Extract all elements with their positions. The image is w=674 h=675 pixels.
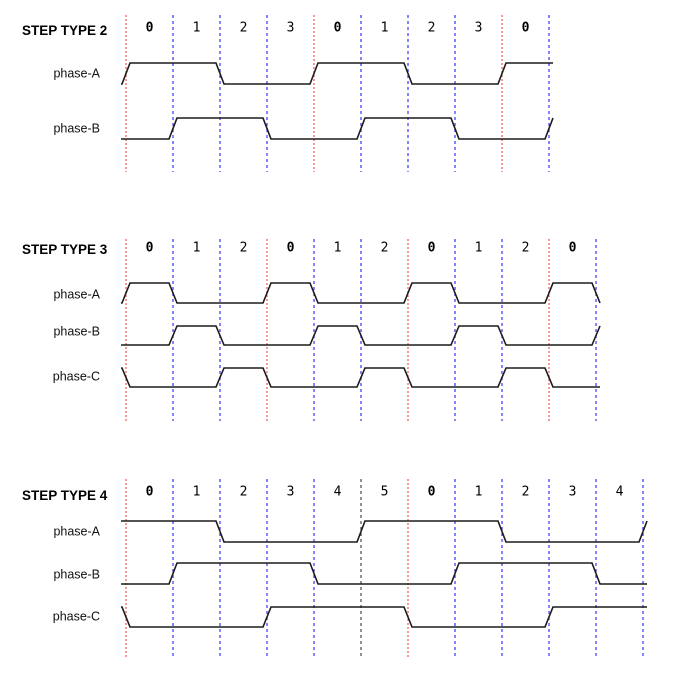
step-number-label: 3 — [569, 485, 577, 500]
step-number-label: 3 — [287, 485, 295, 500]
step-number-label: 0 — [569, 241, 577, 256]
phase-label: phase-B — [53, 122, 100, 136]
step-number-label: 2 — [428, 21, 436, 36]
phase-C-waveform — [121, 367, 600, 388]
step-number-label: 5 — [381, 485, 389, 500]
step-number-label: 0 — [428, 241, 436, 256]
phase-B-waveform — [121, 562, 647, 585]
step-number-label: 1 — [475, 241, 483, 256]
step-number-label: 1 — [193, 485, 201, 500]
step-number-label: 1 — [334, 241, 342, 256]
step-number-label: 1 — [193, 241, 201, 256]
phase-label: phase-A — [53, 288, 100, 302]
phase-label: phase-B — [53, 568, 100, 582]
step-number-label: 1 — [193, 21, 201, 36]
step-number-label: 1 — [381, 21, 389, 36]
phase-label: phase-A — [53, 67, 100, 81]
phase-label: phase-B — [53, 325, 100, 339]
step-number-label: 0 — [428, 485, 436, 500]
phase-C-waveform — [121, 606, 647, 628]
section-title: STEP TYPE 2 — [22, 23, 107, 38]
step-number-label: 0 — [146, 21, 154, 36]
phase-label: phase-C — [53, 370, 100, 384]
phase-B-waveform — [121, 325, 601, 346]
section-title: STEP TYPE 3 — [22, 242, 108, 257]
step-number-label: 0 — [334, 21, 342, 36]
phase-A-waveform — [121, 282, 601, 304]
step-number-label: 2 — [240, 21, 248, 36]
phase-B-waveform — [121, 117, 554, 140]
step-number-label: 2 — [381, 241, 389, 256]
step-number-label: 2 — [240, 485, 248, 500]
phase-A-waveform — [121, 520, 648, 543]
step-number-label: 4 — [334, 485, 342, 500]
step-number-label: 1 — [475, 485, 483, 500]
step-number-label: 3 — [287, 21, 295, 36]
step-number-label: 0 — [146, 241, 154, 256]
step-number-label: 4 — [616, 485, 624, 500]
step-number-label: 0 — [146, 485, 154, 500]
step-number-label: 2 — [240, 241, 248, 256]
section-title: STEP TYPE 4 — [22, 488, 108, 503]
step-number-label: 0 — [287, 241, 295, 256]
phase-A-waveform — [121, 62, 553, 85]
phase-label: phase-A — [53, 525, 100, 539]
step-number-label: 2 — [522, 485, 530, 500]
step-number-label: 0 — [522, 21, 530, 36]
step-number-label: 3 — [475, 21, 483, 36]
step-number-label: 2 — [522, 241, 530, 256]
phase-label: phase-C — [53, 610, 100, 624]
